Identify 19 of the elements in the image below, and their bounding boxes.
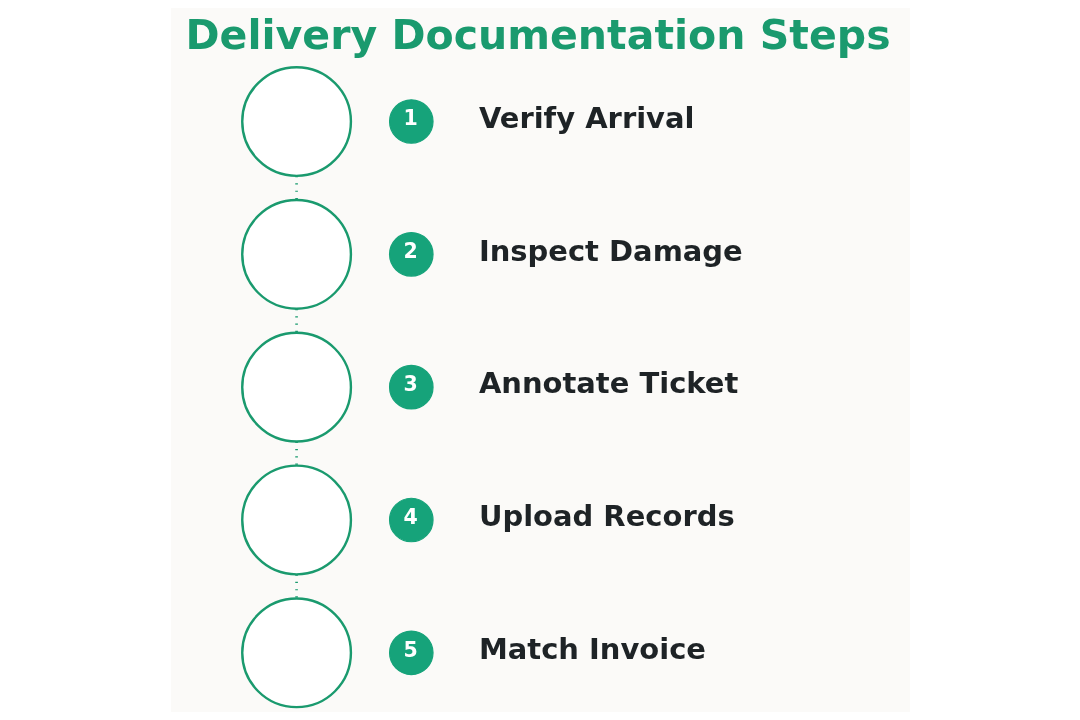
node-circle: 3 [388,364,434,410]
node-label: Inspect Damage [478,233,743,268]
node-label: Upload Records [478,499,735,534]
node-circle [240,198,352,310]
node-circle [240,331,352,443]
node-circle [240,65,352,178]
node-label: Match Invoice [478,632,706,667]
diagram-title: Delivery Documentation Steps [184,11,891,60]
node-circle: 5 [388,630,434,676]
node-circle [240,464,352,576]
node-circle [240,597,352,709]
connector [294,176,298,200]
node-label: Annotate Ticket [478,366,738,401]
node-label: Verify Arrival [478,100,694,135]
connector [294,308,298,333]
node-circle: 4 [388,497,434,543]
connector [294,574,298,599]
node-circle: 1 [388,99,434,144]
node-circle: 2 [388,232,434,277]
